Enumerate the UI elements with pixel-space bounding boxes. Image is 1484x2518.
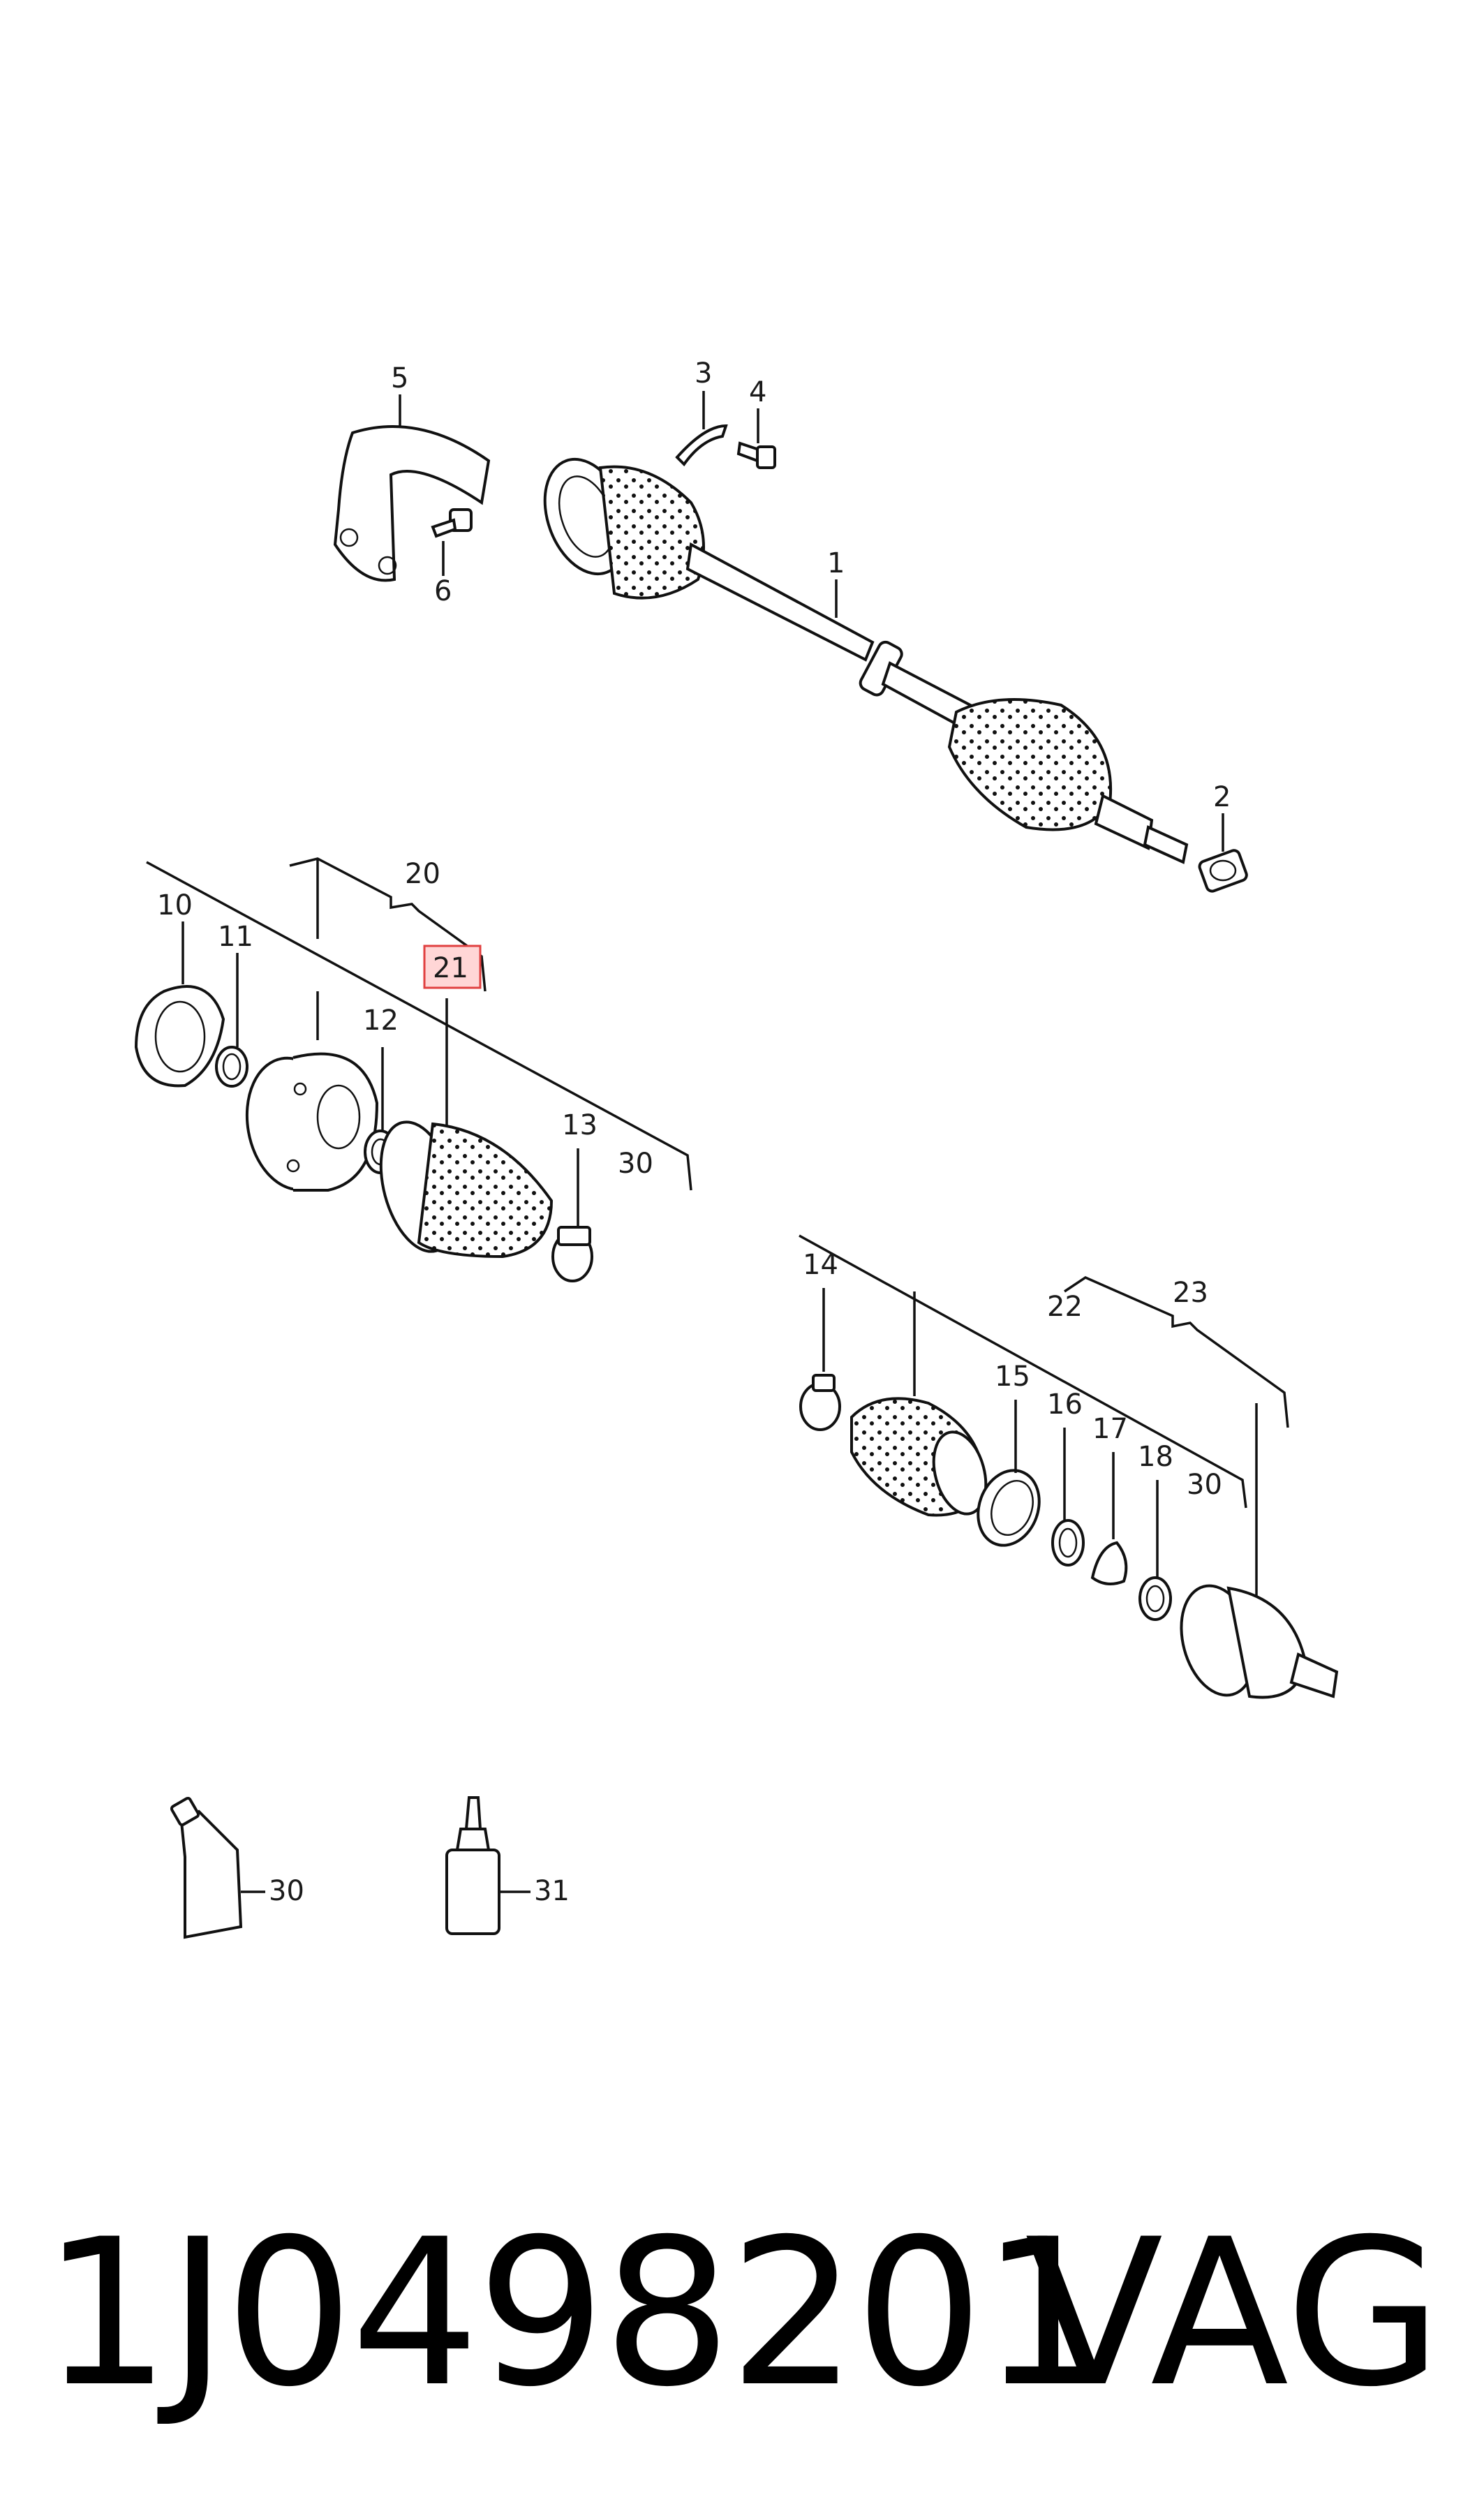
bolt bbox=[736, 441, 776, 469]
callout-13: 13 bbox=[562, 1109, 598, 1141]
callout-11: 11 bbox=[218, 921, 253, 953]
callout-30-upper: 30 bbox=[618, 1148, 653, 1180]
boot-21 bbox=[379, 1120, 554, 1259]
clamp-13 bbox=[551, 1226, 593, 1282]
callout-31: 31 bbox=[534, 1875, 570, 1907]
callout-14: 14 bbox=[803, 1249, 838, 1281]
callout-22: 22 bbox=[1047, 1291, 1083, 1323]
callout-23: 23 bbox=[1173, 1277, 1208, 1309]
callout-2: 2 bbox=[1213, 781, 1231, 813]
outer-cv-joint bbox=[1180, 1584, 1339, 1699]
cv-joint bbox=[245, 1052, 379, 1192]
callout-20: 20 bbox=[405, 858, 440, 890]
callout-5: 5 bbox=[391, 362, 408, 394]
grease-tube bbox=[170, 1796, 243, 1939]
spacer-17 bbox=[1090, 1541, 1128, 1585]
callout-16: 16 bbox=[1047, 1388, 1083, 1421]
callout-6: 6 bbox=[434, 575, 452, 607]
callout-30-tube: 30 bbox=[269, 1875, 304, 1907]
callout-4: 4 bbox=[749, 376, 766, 408]
callout-15: 15 bbox=[995, 1361, 1030, 1393]
shield-screw bbox=[431, 508, 473, 538]
callout-18: 18 bbox=[1138, 1441, 1173, 1473]
brand-label: VAG bbox=[1025, 2196, 1442, 2431]
snap-ring-11 bbox=[215, 1046, 248, 1088]
callout-21-highlight bbox=[423, 945, 482, 989]
washer-16 bbox=[1051, 1519, 1085, 1567]
heat-shield bbox=[333, 425, 491, 582]
callout-3: 3 bbox=[695, 357, 712, 390]
gasket bbox=[134, 985, 225, 1088]
callout-10: 10 bbox=[157, 889, 193, 921]
hub-nut bbox=[1198, 849, 1248, 893]
snap-ring-18 bbox=[1138, 1576, 1172, 1621]
drive-shaft-assembly bbox=[543, 457, 1189, 864]
circlip bbox=[675, 424, 728, 467]
callout-21: 21 bbox=[433, 952, 468, 984]
callout-1: 1 bbox=[827, 547, 845, 579]
sealant-bottle bbox=[445, 1796, 500, 1935]
callout-12: 12 bbox=[363, 1005, 399, 1037]
outer-joint-kit-bracket bbox=[799, 1234, 1289, 1606]
callout-17: 17 bbox=[1092, 1413, 1128, 1445]
part-number: 1J0498201 bbox=[42, 2196, 1110, 2431]
callout-30-lower: 30 bbox=[1187, 1469, 1222, 1501]
clamp-14 bbox=[799, 1374, 841, 1431]
